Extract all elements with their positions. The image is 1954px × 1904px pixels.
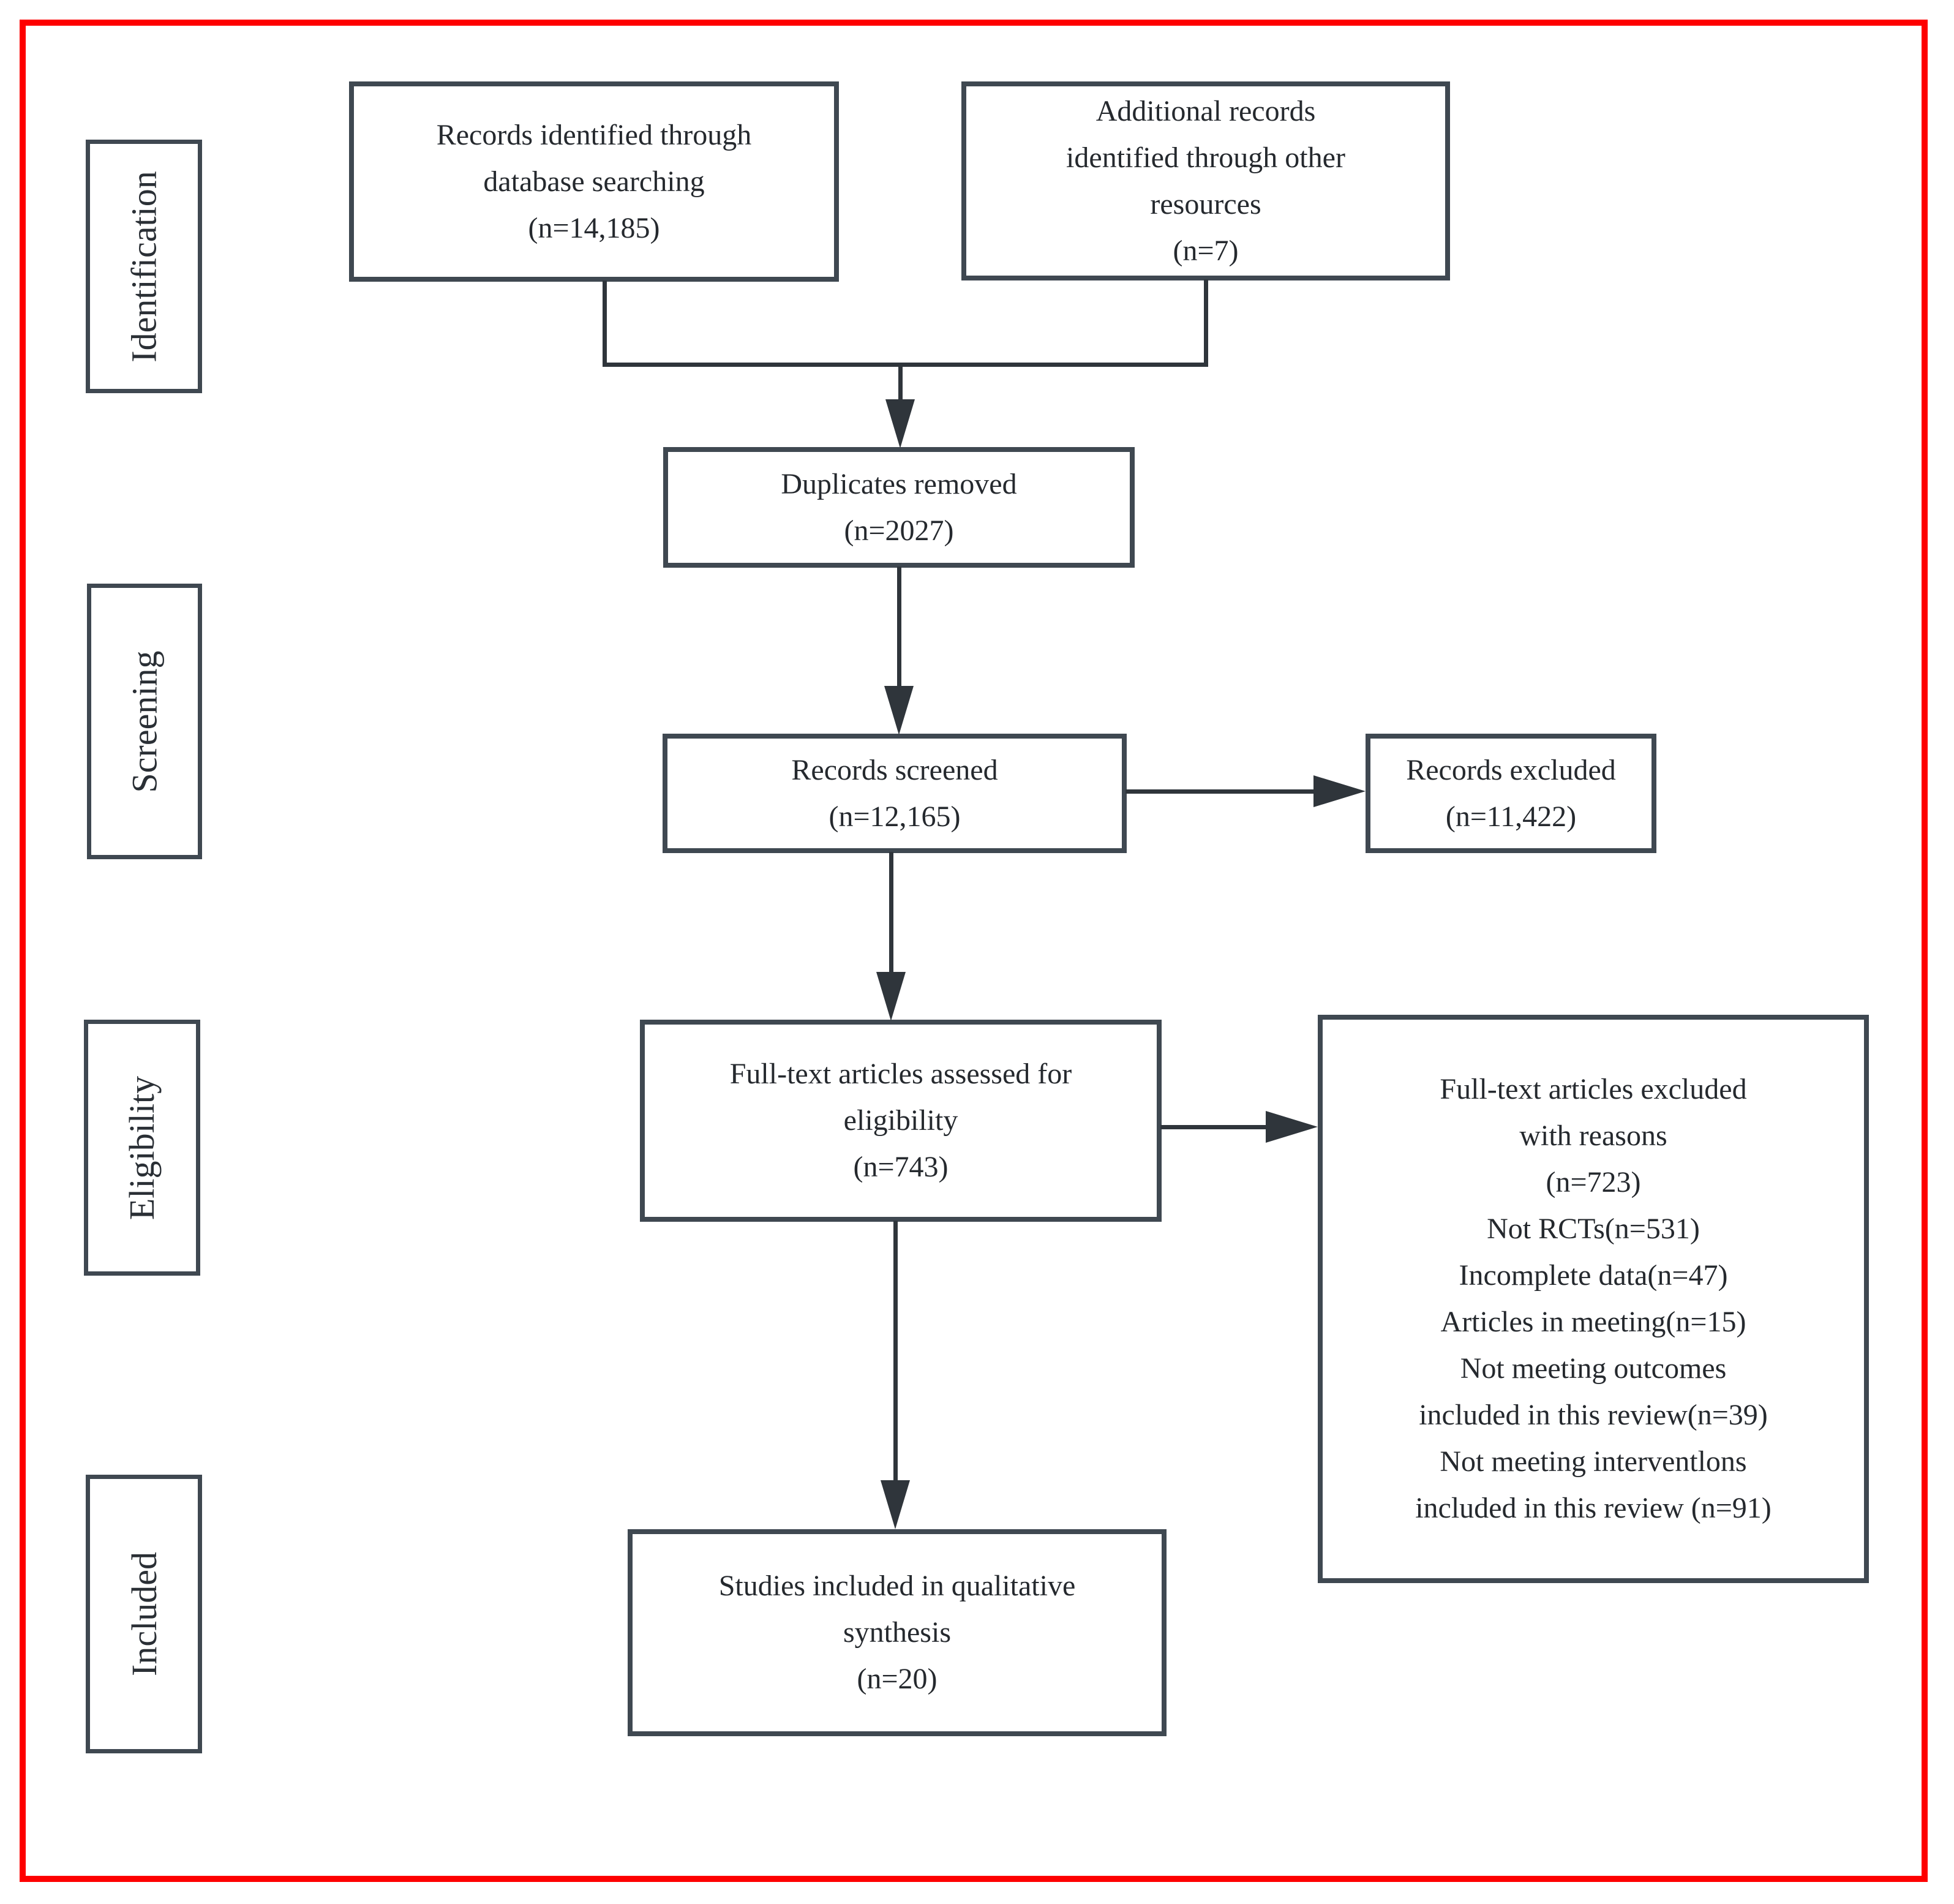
arrowhead-fulltext-icon <box>876 972 906 1021</box>
connector-additional-down <box>1204 279 1208 367</box>
records-screened-box: Records screened (n=12,165) <box>663 734 1127 853</box>
box-line: Incomplete data(n=47) <box>1459 1259 1728 1292</box>
box-line: Additional records <box>1095 94 1316 127</box>
stage-label-screening: Screening <box>87 584 202 859</box>
box-line: (n=2027) <box>844 514 954 547</box>
stage-label-eligibility: Eligibility <box>84 1020 200 1276</box>
connector-screened-to-excluded <box>1125 789 1317 794</box>
stage-label-text: Included <box>124 1552 164 1676</box>
arrowhead-fulltext-excluded-icon <box>1266 1111 1318 1143</box>
arrowhead-screened-icon <box>884 686 914 735</box>
box-line: Studies included in qualitative <box>718 1570 1076 1602</box>
connector-fulltext-to-excluded <box>1160 1125 1271 1129</box>
arrowhead-studies-included-icon <box>881 1480 910 1529</box>
box-line: (n=20) <box>857 1663 938 1695</box>
connector-merge-to-duplicates <box>898 366 903 403</box>
box-line: included in this review (n=91) <box>1415 1492 1772 1524</box>
box-line: Records excluded <box>1406 753 1616 786</box>
box-line: included in this review(n=39) <box>1419 1399 1768 1431</box>
arrowhead-duplicates-icon <box>885 399 915 448</box>
box-line: (n=14,185) <box>528 211 660 244</box>
box-line: Not meeting outcomes <box>1460 1352 1727 1385</box>
box-line: eligibility <box>843 1104 958 1137</box>
box-line: Records screened <box>791 753 998 786</box>
box-line: (n=7) <box>1173 234 1239 267</box>
box-line: Duplicates removed <box>781 467 1017 500</box>
box-line: Not RCTs(n=531) <box>1487 1213 1700 1245</box>
connector-identified-down <box>603 280 607 367</box>
box-line: (n=11,422) <box>1445 800 1577 833</box>
fulltext-assessed-box: Full-text articles assessed for eligibil… <box>640 1020 1162 1222</box>
box-line: Full-text articles assessed for <box>729 1058 1072 1090</box>
box-line: (n=723) <box>1546 1166 1641 1198</box>
stage-label-text: Eligibility <box>122 1075 162 1220</box>
box-line: with reasons <box>1519 1119 1667 1152</box>
figure-red-border <box>20 20 1928 1882</box>
connector-merge-horizontal <box>603 363 1208 367</box>
arrowhead-records-excluded-icon <box>1313 775 1366 807</box>
box-line: Articles in meeting(n=15) <box>1440 1306 1746 1338</box>
box-line: Full-text articles excluded <box>1440 1073 1747 1105</box>
stage-label-text: Screening <box>124 650 165 792</box>
box-line: resources <box>1150 187 1261 220</box>
box-line: (n=743) <box>853 1151 949 1183</box>
stage-label-included: Included <box>86 1475 202 1753</box>
box-line: synthesis <box>843 1616 951 1649</box>
records-excluded-box: Records excluded (n=11,422) <box>1366 734 1656 853</box>
box-line: Records identified through <box>436 118 752 151</box>
records-identified-box: Records identified through database sear… <box>349 81 839 282</box>
studies-included-box: Studies included in qualitative synthesi… <box>628 1529 1167 1736</box>
stage-label-identification: Identification <box>86 140 202 393</box>
duplicates-removed-box: Duplicates removed (n=2027) <box>663 447 1135 568</box>
stage-label-text: Identification <box>124 170 164 363</box>
connector-fulltext-to-included <box>893 1221 898 1483</box>
box-line: (n=12,165) <box>829 800 961 833</box>
box-line: identified through other <box>1066 141 1345 174</box>
box-line: Not meeting interventlons <box>1440 1445 1747 1478</box>
additional-records-box: Additional records identified through ot… <box>961 81 1450 280</box>
fulltext-excluded-box: Full-text articles excluded with reasons… <box>1318 1015 1869 1583</box>
box-line: database searching <box>483 165 705 198</box>
connector-screened-to-fulltext <box>889 852 893 974</box>
connector-duplicates-to-screened <box>897 566 901 690</box>
